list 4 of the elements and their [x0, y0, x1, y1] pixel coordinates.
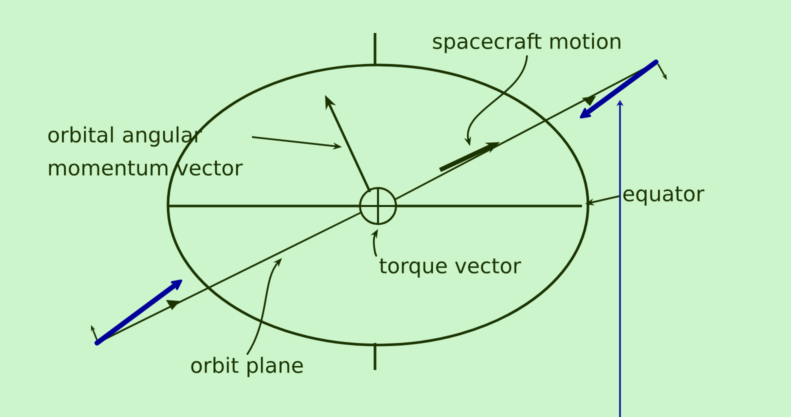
label: torque vector [379, 258, 522, 278]
label: spacecraft motion [433, 32, 620, 54]
label: orbit plane [191, 356, 303, 378]
label: equator [623, 186, 704, 206]
